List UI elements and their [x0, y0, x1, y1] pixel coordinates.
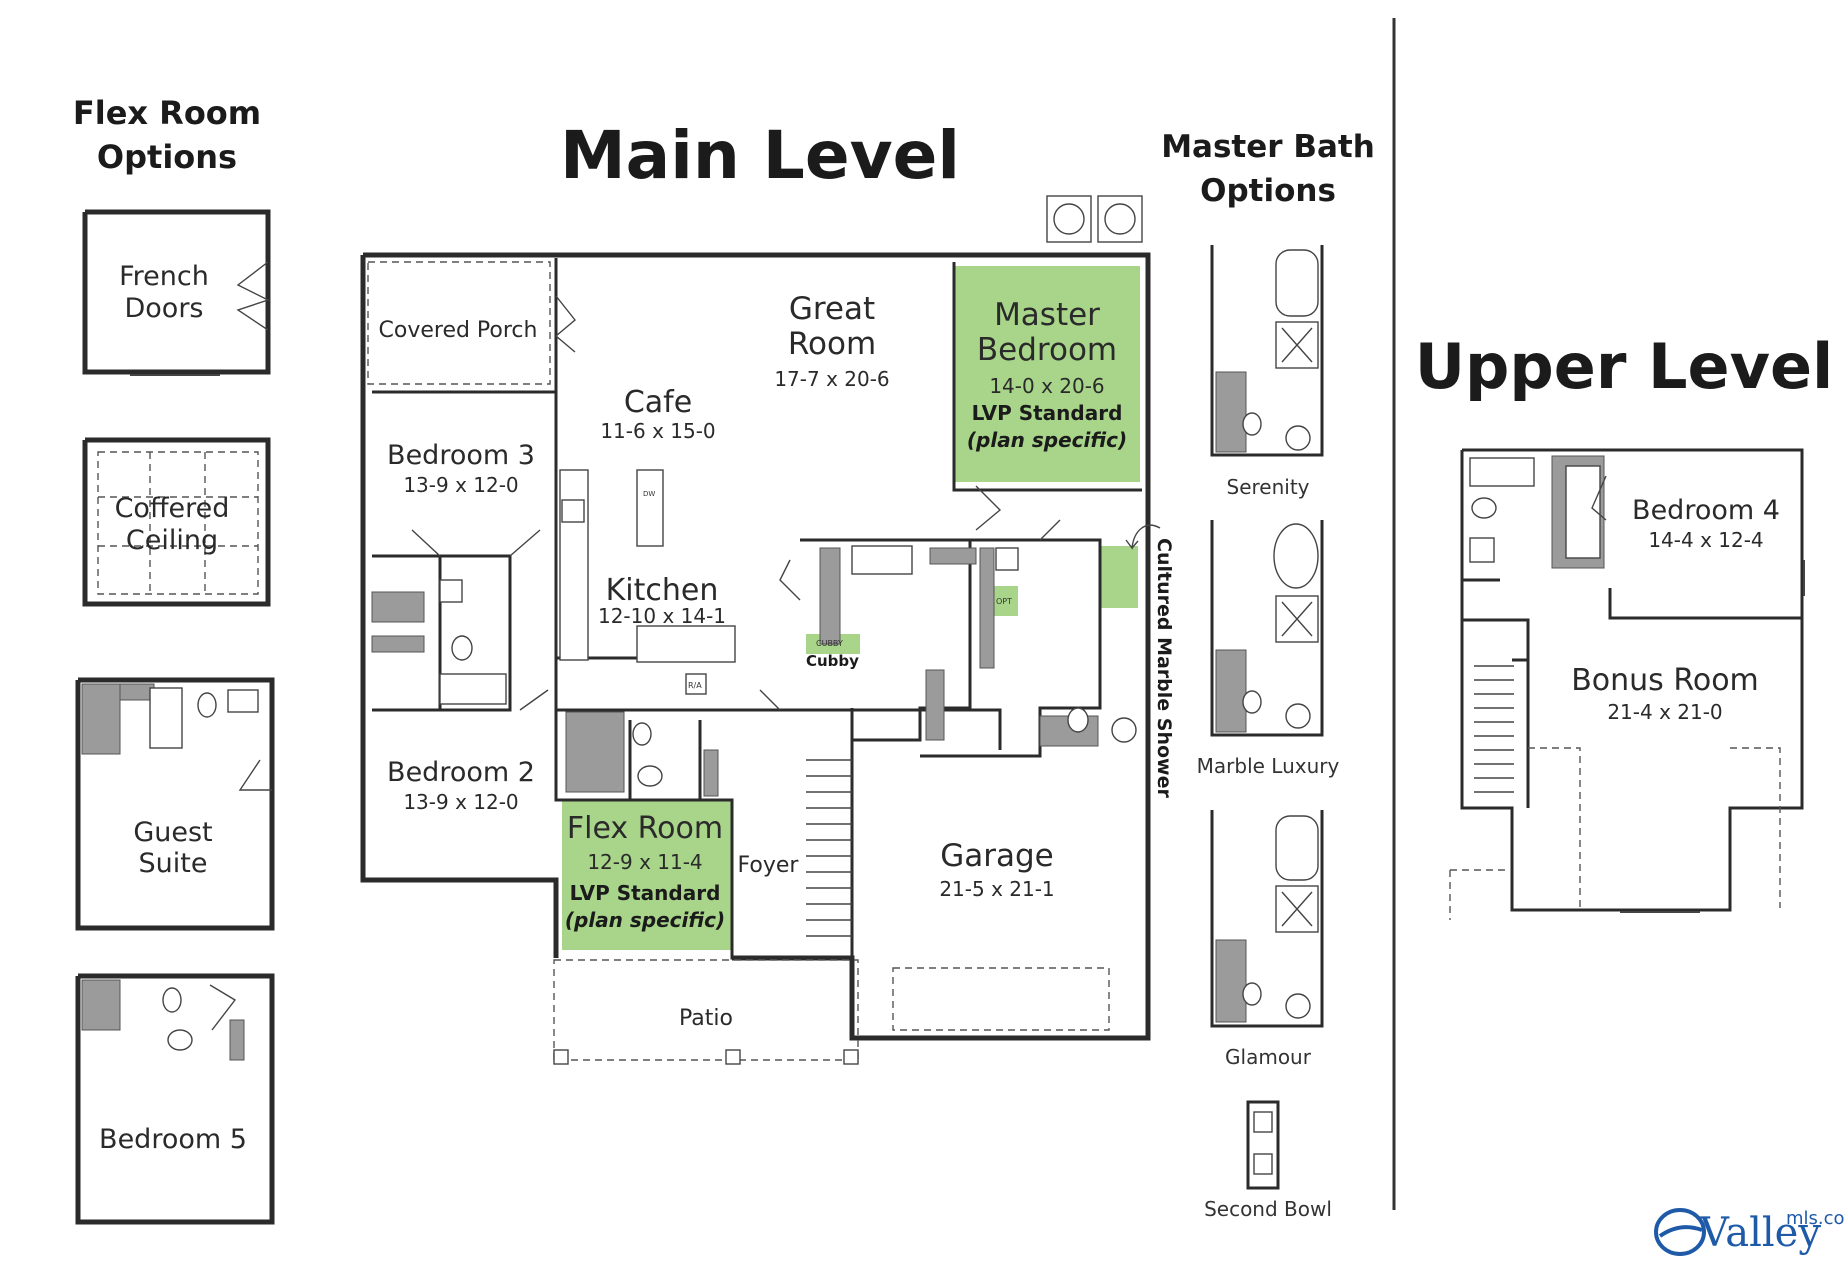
master-bedroom-floor-note: LVP Standard — [972, 401, 1123, 425]
cubby-label: Cubby — [806, 652, 859, 670]
cafe-dimensions: 11-6 x 15-0 — [600, 419, 715, 443]
bath-option-second-bowl: Second Bowl — [1204, 1100, 1332, 1221]
great-room-name-line2: Room — [788, 326, 876, 362]
valley-mls-watermark: Valley mls.com — [1654, 1208, 1844, 1256]
kitchen-dimensions: 12-10 x 14-1 — [598, 604, 726, 628]
opt-label: OPT — [996, 597, 1012, 606]
flex-options-title-line1: Flex Room — [73, 94, 261, 132]
option-label-line2: Suite — [139, 848, 208, 879]
garage-dimensions: 21-5 x 21-1 — [939, 877, 1054, 901]
option-label-line2: Ceiling — [126, 525, 218, 556]
cafe-name: Cafe — [624, 385, 692, 420]
master-bath-title-line1: Master Bath — [1161, 129, 1375, 165]
bath-option-label: Marble Luxury — [1197, 754, 1340, 778]
watermark-domain: mls.com — [1786, 1208, 1844, 1229]
flex-option-french-doors: French Doors — [82, 209, 271, 376]
master-bath-title-line2: Options — [1200, 173, 1336, 209]
master-bedroom-highlight — [954, 266, 1140, 482]
bonus-room-name: Bonus Room — [1571, 663, 1759, 698]
bedroom2-name: Bedroom 2 — [387, 757, 535, 788]
watermark-text: Valley — [1699, 1210, 1821, 1256]
patio-label: Patio — [679, 1006, 733, 1031]
flex-room-dimensions: 12-9 x 11-4 — [587, 850, 702, 874]
master-bedroom-name-line1: Master — [994, 297, 1100, 333]
flex-option-coffered-ceiling: Coffered Ceiling — [82, 437, 271, 607]
option-label: Bedroom 5 — [99, 1124, 247, 1155]
covered-porch-label: Covered Porch — [379, 318, 538, 343]
kitchen-name: Kitchen — [606, 573, 719, 608]
dishwasher-label: DW — [643, 490, 655, 498]
main-level-title: Main Level — [560, 117, 960, 194]
foyer-label: Foyer — [738, 853, 800, 878]
flex-option-bedroom-5: Bedroom 5 — [75, 973, 275, 1225]
bedroom3-name: Bedroom 3 — [387, 440, 535, 471]
main-level-plan: Covered Porch Great Room 17-7 x 20-6 Mas… — [360, 195, 1175, 1065]
great-room-name-line1: Great — [789, 291, 875, 327]
flex-options-title-line2: Options — [97, 138, 237, 176]
flex-room-highlight — [562, 800, 732, 950]
upper-level-plan: Bedroom 4 14-4 x 12-4 Bonus Room 21-4 x … — [1449, 448, 1805, 920]
bedroom3-dimensions: 13-9 x 12-0 — [403, 473, 518, 497]
bath-option-glamour: Glamour — [1210, 810, 1324, 1069]
flex-room-name: Flex Room — [567, 811, 723, 846]
garage-name: Garage — [940, 838, 1054, 874]
option-label-line2: Doors — [125, 293, 204, 324]
shower-note-label: Cultured Marble Shower — [1153, 538, 1175, 798]
upper-level-title: Upper Level — [1415, 330, 1834, 403]
bath-option-serenity: Serenity — [1210, 245, 1324, 499]
bath-option-label: Second Bowl — [1204, 1197, 1332, 1221]
bath-option-marble-luxury: Marble Luxury — [1197, 520, 1340, 778]
shower-highlight — [1100, 546, 1138, 608]
return-air-label: R/A — [688, 681, 702, 690]
flex-option-guest-suite: Guest Suite — [75, 677, 275, 931]
bedroom4-dimensions: 14-4 x 12-4 — [1648, 528, 1763, 552]
master-bedroom-name-line2: Bedroom — [977, 332, 1117, 368]
option-label-line1: French — [119, 261, 209, 292]
master-bedroom-dimensions: 14-0 x 20-6 — [989, 374, 1104, 398]
flex-room-plan-note: (plan specific) — [565, 908, 725, 932]
option-label-line1: Coffered — [115, 493, 230, 524]
option-label-line1: Guest — [133, 817, 212, 848]
shower-note-arrow — [1125, 524, 1161, 550]
bonus-room-dimensions: 21-4 x 21-0 — [1607, 700, 1722, 724]
cubby-small-label: CUBBY — [816, 639, 843, 648]
bedroom4-name: Bedroom 4 — [1632, 495, 1780, 526]
great-room-dimensions: 17-7 x 20-6 — [774, 367, 889, 391]
master-bedroom-plan-note: (plan specific) — [967, 428, 1127, 452]
bedroom2-dimensions: 13-9 x 12-0 — [403, 790, 518, 814]
bath-option-label: Glamour — [1225, 1045, 1312, 1069]
opt-highlight — [992, 586, 1018, 616]
bath-option-label: Serenity — [1227, 475, 1310, 499]
flex-room-floor-note: LVP Standard — [570, 881, 721, 905]
